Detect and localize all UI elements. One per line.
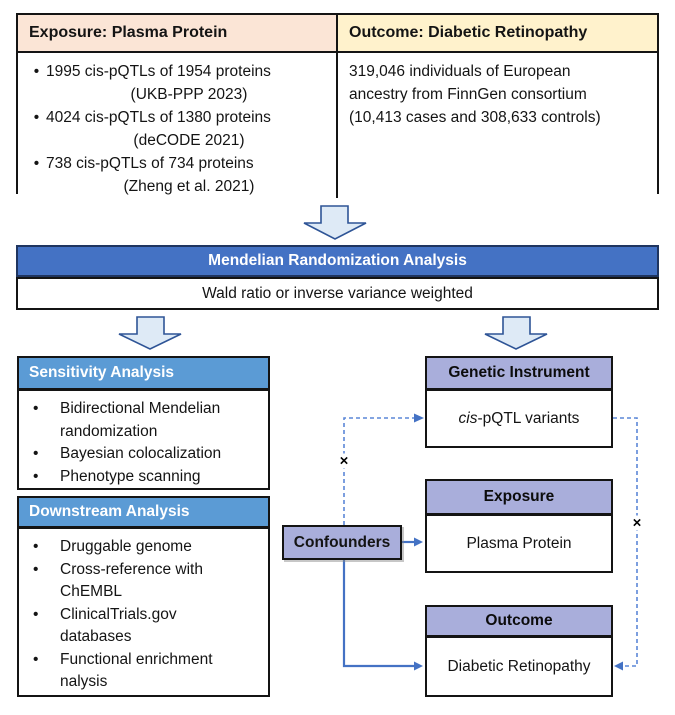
down-arrow-icon bbox=[484, 316, 548, 350]
list-item: • Druggable genome bbox=[31, 536, 248, 559]
list-item: • 1995 cis-pQTLs of 1954 proteins (UKB-P… bbox=[27, 60, 332, 106]
bullet-icon: • bbox=[33, 538, 39, 555]
sensitivity-analysis-body: • Bidirectional Mendelian randomization … bbox=[17, 389, 270, 490]
list-item: • 4024 cis-pQTLs of 1380 proteins (deCOD… bbox=[27, 106, 332, 152]
exposure-header-cell: Exposure: Plasma Protein bbox=[18, 15, 338, 53]
arrowhead-icon bbox=[614, 661, 623, 671]
arrowhead-icon bbox=[414, 413, 424, 423]
bullet-icon: • bbox=[33, 650, 39, 668]
bullet-icon: • bbox=[33, 605, 39, 623]
bullet-icon: • bbox=[33, 400, 39, 417]
solid-connector-confounders-outcome bbox=[342, 560, 414, 668]
list-item-text: 4024 cis-pQTLs of 1380 proteins (deCODE … bbox=[46, 106, 332, 152]
outcome-header-cell: Outcome: Diabetic Retinopathy bbox=[338, 15, 657, 53]
mr-analysis-title-bar: Mendelian Randomization Analysis bbox=[16, 245, 659, 277]
list-item-text: Druggable genome bbox=[60, 538, 192, 555]
list-item-text: 738 cis-pQTLs of 734 proteins (Zheng et … bbox=[46, 152, 332, 198]
bullet-icon: • bbox=[33, 445, 39, 462]
pqtl-source-line: 4024 cis-pQTLs of 1380 proteins bbox=[46, 109, 271, 126]
list-item: • Phenotype scanning bbox=[31, 466, 248, 489]
outcome-body-cell: 319,046 individuals of European ancestry… bbox=[338, 53, 657, 198]
down-arrow-icon bbox=[118, 316, 182, 350]
list-item-text: ClinicalTrials.gov databases bbox=[60, 605, 177, 646]
pqtl-source-ref: (UKB-PPP 2023) bbox=[130, 86, 248, 103]
bullet-icon: • bbox=[33, 63, 40, 80]
pqtl-source-ref: (deCODE 2021) bbox=[133, 132, 245, 149]
list-item: • Bidirectional Mendelian randomization bbox=[31, 398, 248, 443]
outcome-node-header: Outcome bbox=[425, 605, 613, 637]
bullet-icon: • bbox=[33, 467, 39, 485]
mr-method-box: Wald ratio or inverse variance weighted bbox=[16, 277, 659, 310]
bullet-icon: • bbox=[33, 109, 40, 126]
exposure-node-header: Exposure bbox=[425, 479, 613, 515]
arrowhead-icon bbox=[414, 537, 423, 547]
arrowhead-icon bbox=[414, 661, 423, 671]
dashed-connector-confounders-instrument bbox=[343, 417, 415, 525]
list-item-text: Bayesian colocalization bbox=[60, 445, 222, 462]
pqtl-source-ref: (Zheng et al. 2021) bbox=[123, 178, 255, 195]
pqtl-source-line: 1995 cis-pQTLs of 1954 proteins bbox=[46, 63, 271, 80]
bullet-icon: • bbox=[33, 560, 39, 578]
cross-mark-icon: × bbox=[338, 452, 350, 470]
list-item: • ClinicalTrials.gov databases bbox=[31, 604, 248, 649]
downstream-analysis-header: Downstream Analysis bbox=[17, 496, 270, 528]
data-sources-table: Exposure: Plasma Protein Outcome: Diabet… bbox=[16, 13, 659, 198]
cis-pqtl-label: cis-pQTL variants bbox=[458, 409, 580, 427]
down-arrow-icon bbox=[303, 205, 367, 240]
dashed-connector-instrument-outcome bbox=[613, 417, 638, 667]
list-item: • Functional enrichment nalysis bbox=[31, 649, 248, 694]
exposure-node-box: Plasma Protein bbox=[425, 514, 613, 573]
outcome-node-box: Diabetic Retinopathy bbox=[425, 636, 613, 697]
bullet-icon: • bbox=[33, 155, 40, 172]
genetic-instrument-header: Genetic Instrument bbox=[425, 356, 613, 390]
list-item-text: Bidirectional Mendelian randomization bbox=[60, 400, 221, 440]
sensitivity-analysis-header: Sensitivity Analysis bbox=[17, 356, 270, 390]
cross-mark-icon: × bbox=[631, 514, 643, 532]
outcome-cohort-text: 319,046 individuals of European ancestry… bbox=[349, 63, 601, 126]
downstream-analysis-body: • Druggable genome • Cross-reference wit… bbox=[17, 527, 270, 697]
confounders-box: Confounders bbox=[282, 525, 402, 560]
genetic-instrument-box: cis-pQTL variants bbox=[425, 389, 613, 448]
list-item-text: 1995 cis-pQTLs of 1954 proteins (UKB-PPP… bbox=[46, 60, 332, 106]
list-item: • 738 cis-pQTLs of 734 proteins (Zheng e… bbox=[27, 152, 332, 198]
list-item-text: Functional enrichment nalysis bbox=[60, 650, 213, 691]
list-item-text: Phenotype scanning bbox=[60, 467, 201, 485]
list-item: • Cross-reference with ChEMBL bbox=[31, 559, 248, 604]
list-item: • Bayesian colocalization bbox=[31, 443, 248, 466]
exposure-body-cell: • 1995 cis-pQTLs of 1954 proteins (UKB-P… bbox=[18, 53, 338, 198]
list-item-text: Cross-reference with ChEMBL bbox=[60, 560, 203, 601]
pqtl-source-line: 738 cis-pQTLs of 734 proteins bbox=[46, 155, 254, 172]
